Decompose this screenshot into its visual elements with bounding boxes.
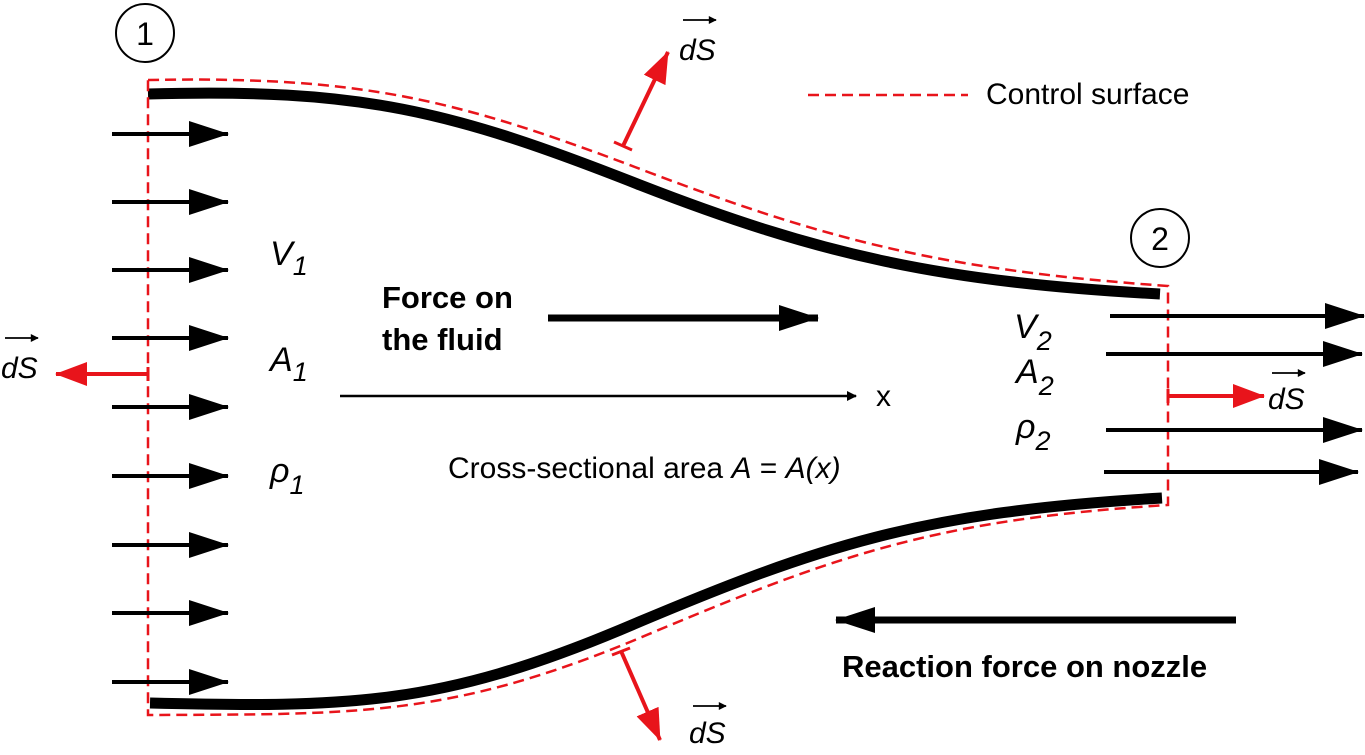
- dS-text: dS: [1268, 383, 1305, 416]
- velocity-symbol: V: [270, 235, 296, 273]
- legend-label: Control surface: [986, 78, 1189, 111]
- dS-label-top: dS: [679, 16, 717, 67]
- area-function: A(x): [784, 452, 841, 485]
- station-2-density: ρ2: [1015, 408, 1051, 456]
- reaction-force-label: Reaction force on nozzle: [842, 649, 1207, 684]
- area-equals: =: [751, 452, 785, 485]
- area-subscript: 1: [293, 357, 308, 387]
- circle-icon: [1130, 208, 1190, 268]
- density-subscript: 1: [289, 470, 304, 500]
- x-axis-label: x: [876, 380, 891, 413]
- station-2-id: 2: [1151, 221, 1169, 257]
- normal-vector-inlet: [55, 362, 150, 386]
- force-on-fluid-label-line2: the fluid: [382, 322, 503, 357]
- area-symbol: A: [1014, 353, 1039, 391]
- normal-vector-bottom: [611, 646, 662, 741]
- station-2-velocity: V2: [1014, 308, 1052, 356]
- velocity-subscript: 1: [293, 251, 308, 281]
- station-1-id: 1: [136, 16, 154, 52]
- outlet-flow-arrows: [1104, 303, 1365, 485]
- area-symbol: A: [268, 341, 293, 379]
- nozzle-lower-wall: [149, 492, 1163, 711]
- dS-text: dS: [1, 352, 38, 385]
- cross-sectional-area-label: Cross-sectional area A = A(x): [448, 452, 841, 485]
- density-symbol: ρ: [269, 452, 289, 490]
- dS-label-inlet: dS: [1, 334, 39, 385]
- nozzle-upper-wall: [147, 87, 1161, 300]
- dS-label-bottom: dS: [689, 702, 727, 750]
- circle-icon: [115, 3, 175, 63]
- force-on-fluid-label-line1: Force on: [382, 280, 513, 315]
- normal-vector-arrow: [621, 51, 670, 147]
- control-surface-boundary: [146, 78, 1170, 717]
- station-1-marker: 1: [115, 3, 175, 63]
- inlet-flow-arrows: [112, 121, 229, 695]
- density-symbol: ρ: [1015, 408, 1035, 446]
- normal-vector-outlet: [1166, 384, 1265, 408]
- station-1-density: ρ1: [269, 452, 305, 500]
- normal-vector-arrow: [619, 650, 662, 741]
- station-1-area: A1: [268, 341, 308, 387]
- density-subscript: 2: [1034, 426, 1050, 456]
- velocity-subscript: 2: [1036, 326, 1052, 356]
- area-variable: A: [729, 452, 751, 485]
- dS-label-outlet: dS: [1268, 369, 1306, 416]
- velocity-symbol: V: [1014, 308, 1040, 346]
- station-2-marker: 2: [1130, 208, 1190, 268]
- normal-vector-top: [613, 51, 670, 152]
- dS-text: dS: [679, 34, 716, 67]
- area-subscript: 2: [1038, 371, 1054, 401]
- station-1-velocity: V1: [270, 235, 308, 281]
- dS-text: dS: [689, 717, 726, 750]
- station-2-area: A2: [1014, 353, 1054, 401]
- area-text: Cross-sectional area: [448, 452, 731, 485]
